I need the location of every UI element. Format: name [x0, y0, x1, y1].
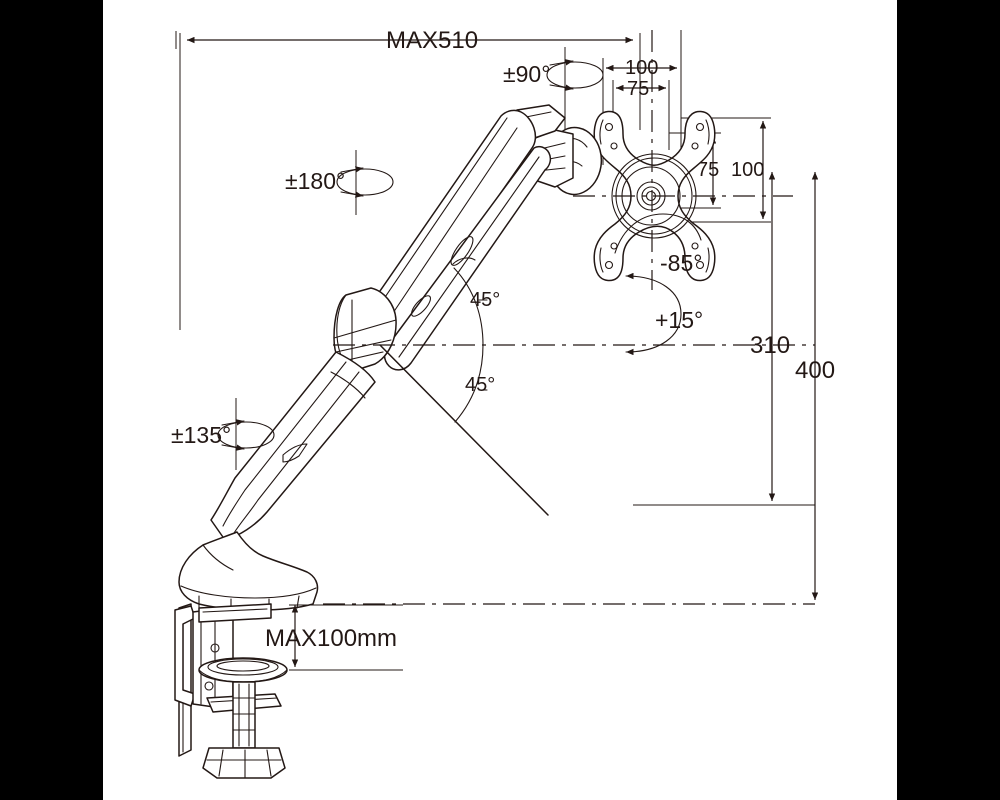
lower-arm [210, 351, 376, 541]
dim-label-vesa-v75: 75 [697, 159, 719, 181]
drawing-canvas: MAX510 ±90° 100 [103, 0, 897, 800]
dim-label-max-reach: MAX510 [386, 27, 478, 54]
vesa-mount-plate [573, 30, 793, 290]
technical-drawing-svg: MAX510 ±90° 100 [171, 27, 835, 779]
dim-label-310: 310 [750, 332, 790, 359]
dim-label-joint-upper: 45° [470, 289, 500, 311]
dim-label-joint-lower: 45° [465, 374, 495, 396]
clamp-collar [198, 657, 288, 683]
joint-angle-arc: 45° 45° [333, 267, 815, 516]
dim-label-400: 400 [795, 357, 835, 384]
dim-clamp-thickness: MAX100mm [265, 604, 403, 671]
dim-label-base-rotation: ±180° [285, 168, 345, 194]
rotation-symbol-head-pan: ±90° [503, 47, 604, 130]
upper-arm-gas-spring [364, 109, 552, 371]
base-dome [178, 531, 319, 611]
desk-clamp-assembly [174, 603, 288, 779]
dim-label-arm-rotation: ±135° [171, 422, 231, 448]
tilt-range-symbol: -85° +15° [625, 250, 703, 356]
dim-label-vesa-75: 75 [627, 78, 649, 100]
dim-label-clamp-thickness: MAX100mm [265, 625, 397, 652]
dim-label-tilt-down: -85° [660, 250, 702, 276]
dim-max-reach: MAX510 [175, 27, 641, 330]
rotation-symbol-arm: ±135° [171, 398, 275, 470]
rotation-symbol-base: ±180° [285, 150, 394, 215]
dim-heights: 310 400 [323, 172, 835, 605]
dim-label-vesa-100: 100 [625, 57, 658, 79]
dim-label-head-pan: ±90° [503, 61, 550, 87]
dim-label-tilt-up: +15° [655, 307, 703, 333]
dim-label-vesa-v100: 100 [731, 159, 764, 181]
